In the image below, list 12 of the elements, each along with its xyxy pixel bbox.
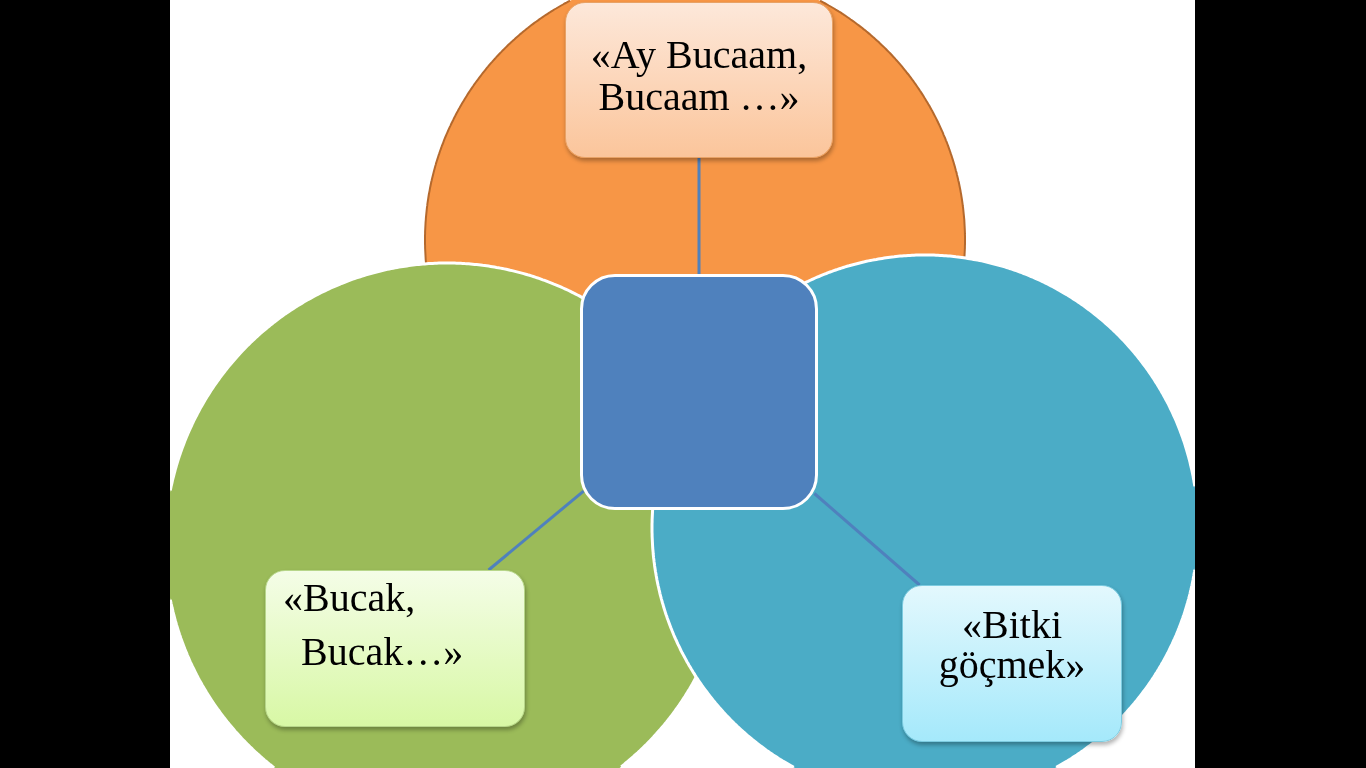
connector-line (697, 158, 701, 274)
venn-circle (649, 252, 1195, 768)
text-box (565, 2, 833, 158)
connector-line (487, 489, 585, 572)
venn-circle (170, 260, 699, 768)
text-box (902, 585, 1122, 742)
connector-line (813, 492, 921, 587)
quote-text: «Ay Bucaam, Bucaam …» (589, 34, 809, 118)
rounded-square (580, 274, 818, 510)
text-box (265, 570, 525, 727)
quote-text: «Bucak, Bucak…» (283, 574, 465, 676)
quote-text: «Bitki göçmek» (937, 605, 1087, 685)
